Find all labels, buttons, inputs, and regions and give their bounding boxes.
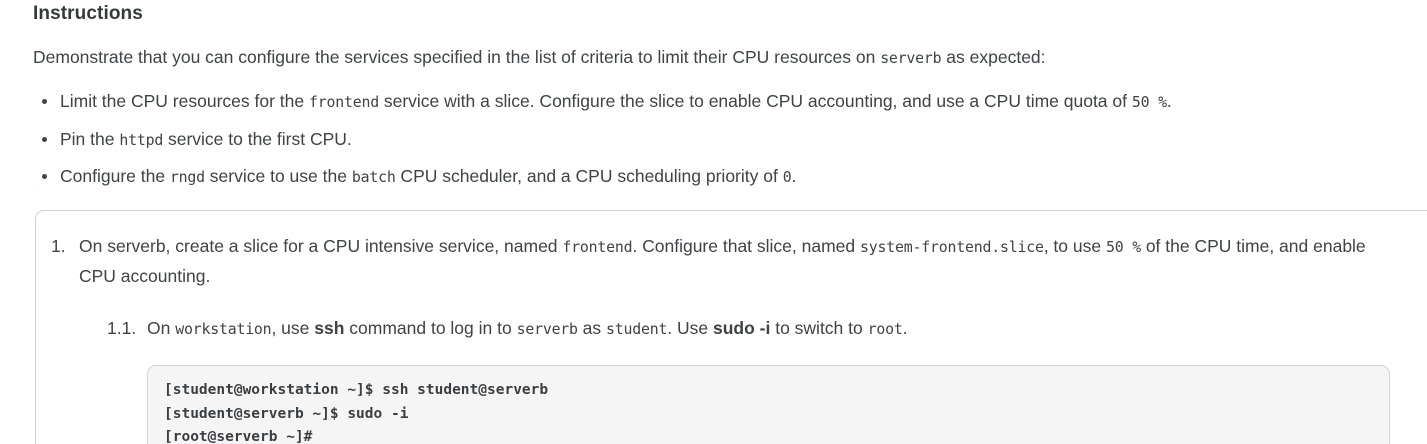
page-title: Instructions	[33, 3, 143, 24]
list-item: Pin the httpd service to the first CPU.	[33, 129, 1427, 151]
step-1: 1. On serverb, create a slice for a CPU …	[51, 232, 1390, 444]
step-1-1: 1.1. On workstation, use ssh command to …	[107, 315, 1390, 444]
list-item: Configure the rngd service to use the ba…	[33, 166, 1427, 188]
criteria-list: Limit the CPU resources for the frontend…	[33, 91, 1427, 188]
step-description: On serverb, create a slice for a CPU int…	[79, 236, 1366, 286]
steps-panel: 1. On serverb, create a slice for a CPU …	[35, 210, 1427, 444]
intro-paragraph: Demonstrate that you can configure the s…	[33, 47, 1046, 67]
list-item: Limit the CPU resources for the frontend…	[33, 91, 1427, 113]
step-text: On serverb, create a slice for a CPU int…	[79, 232, 1390, 444]
step-number: 1.	[51, 236, 66, 256]
substep-number: 1.1.	[107, 318, 137, 338]
substep-text: On workstation, use ssh command to log i…	[147, 315, 1390, 444]
terminal-output: [student@workstation ~]$ ssh student@ser…	[164, 382, 549, 444]
terminal-code-block: [student@workstation ~]$ ssh student@ser…	[147, 365, 1390, 444]
substep-description: On workstation, use ssh command to log i…	[147, 318, 908, 338]
